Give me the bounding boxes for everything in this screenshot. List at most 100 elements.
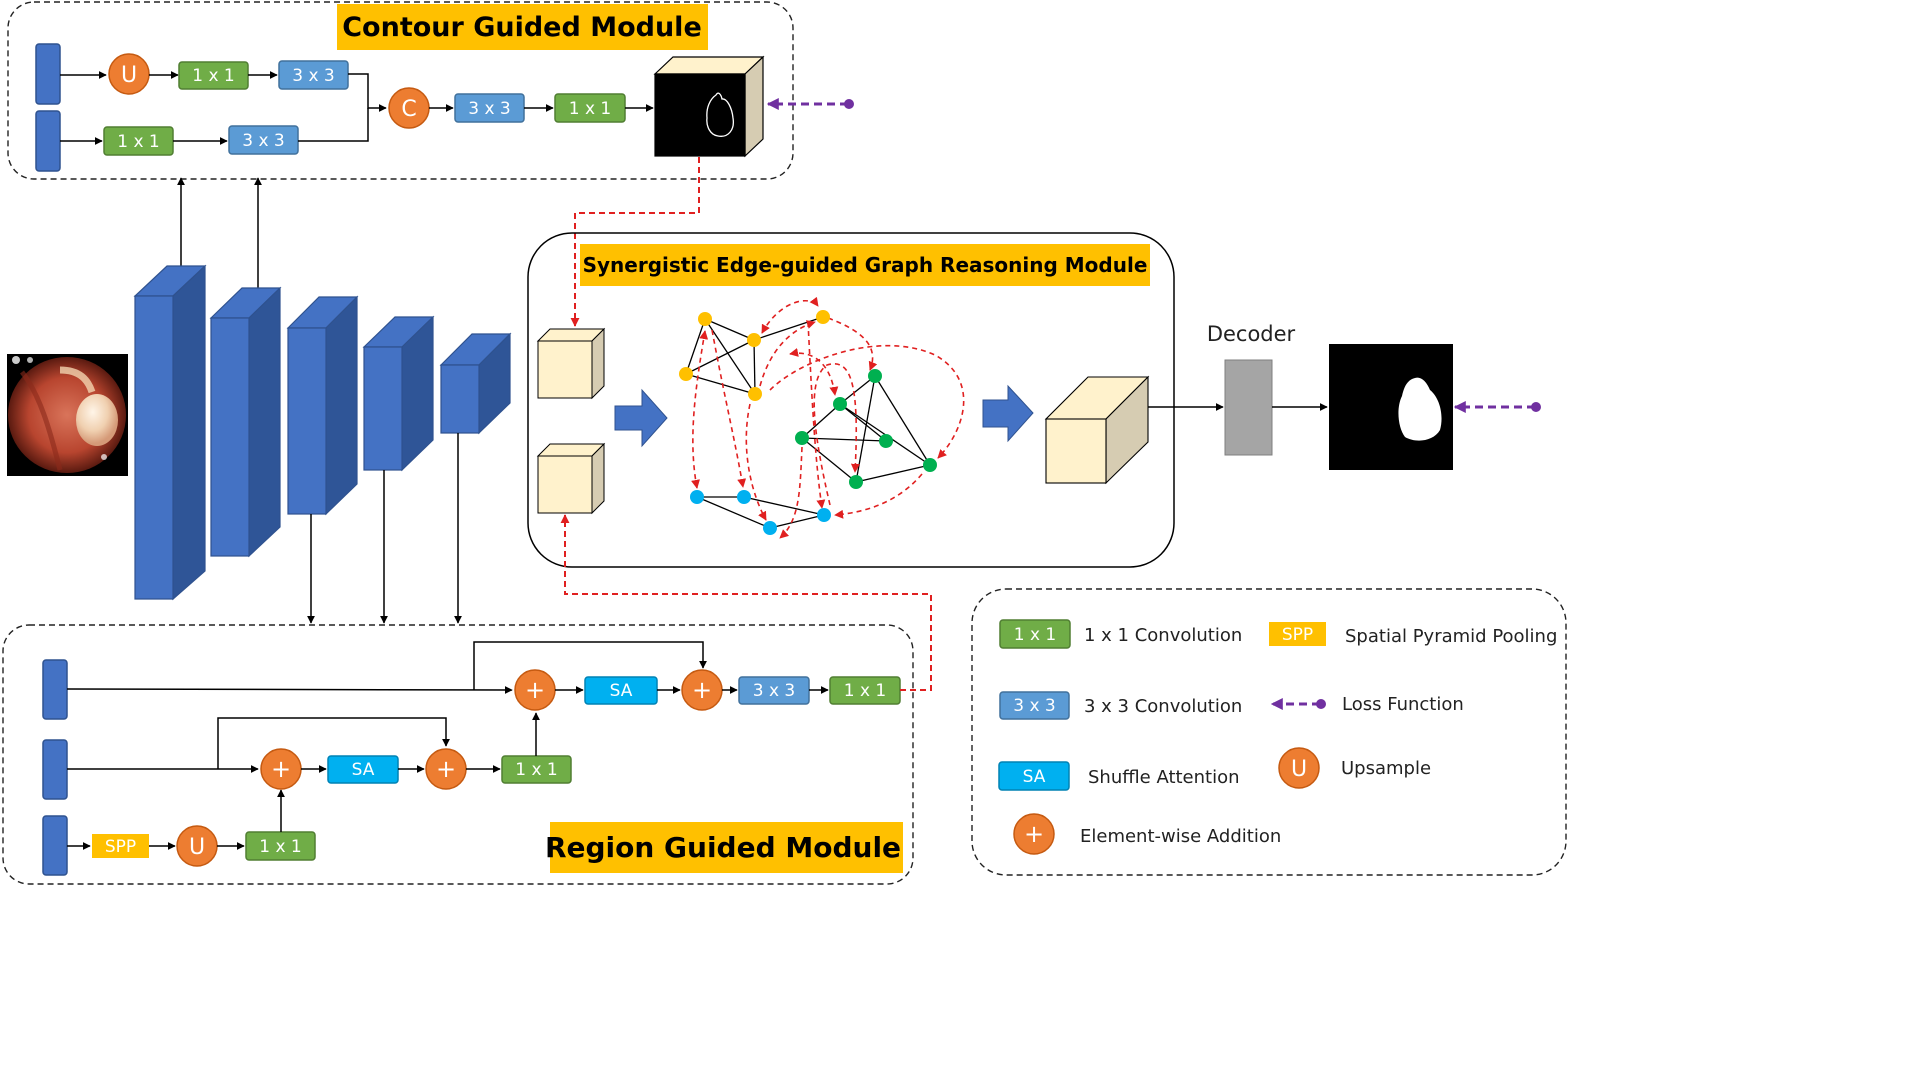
legend-conv3-text: 3 x 3 Convolution [1084, 696, 1242, 717]
legend-conv1-text: 1 x 1 Convolution [1084, 625, 1242, 646]
graph-module-border [527, 232, 1175, 568]
framework-diagram: Contour Guided Module U 1 x 1 3 x 3 1 x … [2, 1, 1567, 885]
contour-module-title: Contour Guided Module [342, 12, 702, 43]
contour-upsample-node [108, 53, 150, 95]
graph-node-green [868, 369, 882, 383]
contour-upsample-label: U [121, 63, 137, 88]
graph-edges [685, 316, 931, 529]
graph-node-blue [690, 490, 704, 504]
contour-input-bar-2 [35, 110, 61, 172]
contour-output-cube [653, 55, 765, 158]
contour-conv3x3-a-label: 3 x 3 [292, 66, 335, 86]
legend-loss-text: Loss Function [1342, 694, 1464, 715]
region-upsample-label: U [189, 835, 205, 860]
contour-loss-dot [844, 99, 854, 109]
contour-conv1x1-a-label: 1 x 1 [192, 66, 235, 86]
encoder-backbone [133, 264, 512, 601]
legend-conv3-swatch [999, 691, 1070, 720]
legend-sa-swatch [998, 761, 1070, 791]
legend-add-sample: + [1024, 820, 1044, 848]
region-module-title: Region Guided Module [545, 831, 901, 864]
region-sa-label-1: SA [352, 760, 375, 780]
graph-out-block-arrow [982, 384, 1034, 443]
input-polyp-image [7, 354, 128, 476]
encoder-stage-1 [133, 264, 207, 601]
graph-input-cube-top [536, 327, 606, 400]
region-conv3x3-label: 3 x 3 [753, 681, 796, 701]
region-spp-label: SPP [105, 837, 136, 857]
diagram-canvas: Contour Guided Module U 1 x 1 3 x 3 1 x … [2, 1, 1567, 885]
region-conv1x1-mid-label: 1 x 1 [515, 760, 558, 780]
output-loss-dot [1531, 402, 1541, 412]
region-add-label-4: + [692, 676, 712, 704]
region-sa-label-2: SA [610, 681, 633, 701]
region-spp-block [92, 834, 149, 858]
region-module-title-bg [550, 822, 903, 873]
graph-node-green [833, 397, 847, 411]
legend-loss-dot [1316, 699, 1326, 709]
legend-upsample-sample: U [1291, 757, 1307, 782]
contour-input-bar-1 [35, 43, 61, 105]
legend-spp-swatch [1269, 622, 1326, 646]
legend-add-text: Element-wise Addition [1080, 826, 1281, 847]
encoder-stage-4 [362, 315, 435, 472]
contour-edge-mask [706, 92, 734, 137]
region-input-bar-3 [42, 815, 68, 876]
legend-upsample-text: Upsample [1341, 758, 1431, 779]
region-input-bar-1 [42, 659, 68, 720]
graph-node-yellow [747, 333, 761, 347]
legend-sa-sample: SA [1023, 767, 1046, 787]
contour-concat-label: C [401, 97, 416, 122]
legend-upsample-swatch [1278, 747, 1320, 789]
graph-node-yellow [816, 310, 830, 324]
region-add-label-2: + [436, 755, 456, 783]
output-mask [1329, 344, 1453, 470]
graph-node-green [923, 458, 937, 472]
graph-node-blue [763, 521, 777, 535]
contour-conv3x3-a [278, 60, 349, 90]
graph-node-green [879, 434, 893, 448]
graph-node-yellow [698, 312, 712, 326]
graph-reasoning-module: Synergistic Edge-guided Graph Reasoning … [527, 232, 1175, 568]
region-input-bar-2 [42, 739, 68, 800]
graph-in-block-arrow [614, 388, 668, 448]
decoder-block [1224, 359, 1273, 456]
contour-to-graph-link [570, 157, 700, 327]
contour-guided-module: Contour Guided Module U 1 x 1 3 x 3 1 x … [7, 1, 854, 180]
graph-input-cube-bottom [536, 442, 606, 515]
region-module-border [2, 624, 914, 885]
contour-conv1x1-c-label: 1 x 1 [569, 99, 612, 119]
legend-spp-sample: SPP [1282, 625, 1313, 645]
legend-spp-text: Spatial Pyramid Pooling [1345, 626, 1557, 647]
graph-interactions [691, 296, 965, 539]
graph-module-title: Synergistic Edge-guided Graph Reasoning … [583, 253, 1148, 277]
encoder-stage-2 [209, 286, 282, 558]
graph-node-green [795, 431, 809, 445]
graph-output-cube [1044, 375, 1150, 485]
region-to-graph-link [560, 514, 932, 691]
region-add-label-3: + [525, 676, 545, 704]
legend-sa-text: Shuffle Attention [1088, 767, 1240, 788]
legend-add-swatch [1013, 813, 1055, 855]
contour-conv3x3-b [228, 125, 299, 155]
contour-module-title-bg [337, 4, 708, 50]
legend: 1 x 1 1 x 1 Convolution 3 x 3 3 x 3 Conv… [971, 588, 1567, 876]
encoder-stage-5 [439, 332, 512, 435]
graph-nodes [679, 310, 937, 535]
legend-border [971, 588, 1567, 876]
legend-conv1-sample: 1 x 1 [1014, 625, 1057, 645]
region-guided-module: Region Guided Module SPP U 1 x 1 + SA + … [2, 624, 914, 885]
decoder-label: Decoder [1207, 322, 1296, 346]
graph-node-blue [737, 490, 751, 504]
encoder-stage-3 [286, 295, 359, 516]
graph-node-yellow [748, 387, 762, 401]
contour-conv3x3-c-label: 3 x 3 [468, 99, 511, 119]
legend-conv3-sample: 3 x 3 [1013, 696, 1056, 716]
legend-conv1-swatch [999, 619, 1071, 649]
region-conv1x1-low-label: 1 x 1 [259, 837, 302, 857]
graph-node-blue [817, 508, 831, 522]
graph-node-green [849, 475, 863, 489]
region-conv1x1-out-label: 1 x 1 [844, 681, 887, 701]
graph-module-title-bg [580, 244, 1150, 286]
graph-node-yellow [679, 367, 693, 381]
